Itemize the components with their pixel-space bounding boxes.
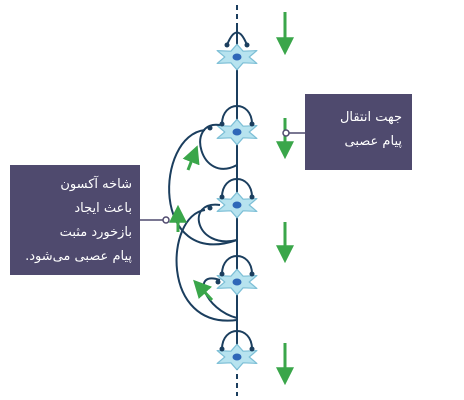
synapse-terminal — [249, 194, 255, 200]
axon-collateral-1-outer — [168, 129, 238, 246]
callout-line: بازخورد مثبت — [59, 225, 132, 240]
neuron-nucleus — [232, 201, 242, 209]
synapse-arch — [221, 255, 253, 275]
neuron-4 — [216, 268, 258, 296]
feedback-arrow-3 — [193, 279, 214, 302]
synapse-arch — [221, 330, 253, 350]
synapse-terminal — [219, 121, 225, 127]
synapse-terminal — [219, 346, 225, 352]
synapse-terminal — [224, 42, 230, 48]
synapse-arch — [221, 178, 253, 198]
synapse-terminal — [249, 271, 255, 277]
neuron-5 — [216, 343, 258, 371]
callout-line: جهت انتقال — [339, 110, 402, 125]
neuron-1 — [216, 43, 258, 71]
synapse-arc-1 — [226, 31, 248, 46]
synapse-terminal — [215, 279, 221, 285]
callout-signal-direction: جهت انتقال پیام عصبی — [305, 94, 412, 170]
synapse-terminal — [207, 205, 213, 211]
synapse-terminal — [249, 121, 255, 127]
callout-pointer-dot — [282, 129, 290, 137]
axon-collateral-2-outer — [175, 209, 238, 322]
synapse-terminal — [207, 125, 213, 131]
synapse-terminal — [249, 346, 255, 352]
synapse-terminal — [219, 271, 225, 277]
callout-line: شاخه آکسون — [60, 177, 132, 192]
callout-line: پیام عصبی — [344, 134, 402, 149]
feedback-arrow-1 — [182, 145, 200, 171]
neuron-nucleus — [232, 128, 242, 136]
synapse-arch — [221, 105, 253, 125]
synapse-terminal — [244, 42, 250, 48]
neuron-3 — [216, 191, 258, 219]
callout-line: پیام عصبی می‌شود. — [25, 249, 132, 264]
callout-pointer-dot — [162, 216, 170, 224]
callout-axon-collateral: شاخه آکسون باعث ایجاد بازخورد مثبت پیام … — [10, 165, 140, 275]
synapse-terminal — [219, 194, 225, 200]
neuron-nucleus — [232, 53, 242, 61]
callout-line: باعث ایجاد — [74, 201, 132, 216]
axon-collateral-2 — [197, 203, 238, 243]
neuron-nucleus — [232, 278, 242, 286]
neuron-nucleus — [232, 353, 242, 361]
